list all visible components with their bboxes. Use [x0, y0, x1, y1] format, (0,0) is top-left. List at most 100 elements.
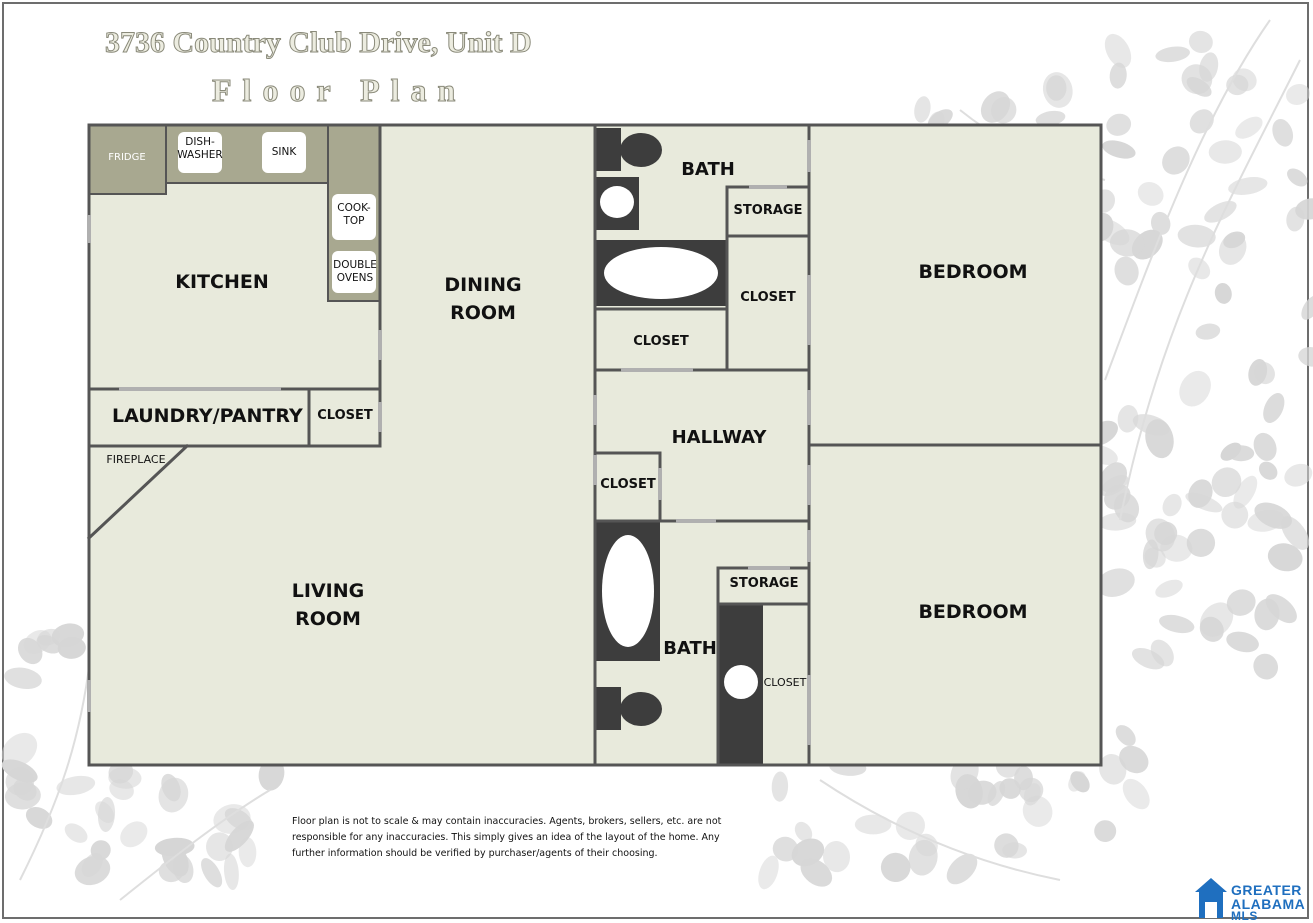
- leaf: [1104, 33, 1132, 68]
- leaf: [1253, 432, 1277, 461]
- logo-text-line3: MLS: [1231, 909, 1258, 923]
- leaf: [1259, 461, 1278, 480]
- double-ovens-label-line1: DOUBLE: [333, 259, 377, 271]
- dining-room-label-line2: ROOM: [450, 302, 516, 324]
- leaf: [1248, 359, 1268, 386]
- leaf: [1035, 110, 1066, 126]
- leaf: [1117, 405, 1139, 433]
- leaf: [5, 767, 35, 796]
- leaf: [987, 781, 1006, 806]
- leaf: [800, 858, 833, 887]
- leaf: [1247, 509, 1285, 532]
- top-bath-label: BATH: [681, 159, 735, 180]
- leaf: [64, 823, 88, 843]
- leaf: [1233, 475, 1258, 509]
- leaf: [1070, 771, 1090, 793]
- leaf: [1281, 516, 1310, 550]
- leaf: [854, 814, 892, 835]
- leaf: [1, 732, 38, 768]
- leaf: [57, 636, 86, 659]
- cooktop-label: COOK- TOP: [330, 202, 378, 228]
- leaf: [999, 778, 1021, 799]
- leaf: [1265, 594, 1297, 624]
- leaf: [1018, 777, 1044, 803]
- leaf: [1284, 463, 1313, 487]
- leaf: [914, 96, 931, 123]
- leaf: [1099, 754, 1127, 785]
- cooktop-label-line1: COOK-: [337, 202, 371, 214]
- right-closet-label: CLOSET: [740, 290, 796, 305]
- leaf: [1094, 820, 1117, 843]
- left-closet-label: CLOSET: [633, 334, 689, 349]
- leaf: [1137, 181, 1164, 206]
- leaf: [1227, 445, 1255, 462]
- leaf: [1186, 528, 1216, 558]
- logo-text-line1: GREATER: [1231, 882, 1302, 898]
- dishwasher-label-line1: DISH-: [185, 136, 215, 148]
- leaf: [946, 853, 978, 885]
- leaf: [1115, 725, 1136, 746]
- leaf: [201, 858, 223, 888]
- leaf: [1144, 547, 1166, 568]
- living-room-label: LIVING ROOM: [268, 577, 388, 633]
- leaf: [1221, 501, 1249, 529]
- leaf: [1286, 84, 1310, 105]
- leaf: [1298, 346, 1313, 367]
- leaf: [880, 852, 911, 883]
- leaf: [1185, 492, 1223, 513]
- dishwasher: [178, 132, 222, 173]
- address-title: 3736 Country Club Drive, Unit D: [105, 26, 533, 60]
- leaf: [772, 836, 799, 862]
- leaf: [1159, 614, 1195, 634]
- leaf: [1099, 462, 1128, 493]
- sink-label: SINK: [271, 146, 297, 158]
- leaf: [1211, 467, 1242, 498]
- dining-room-label-line1: DINING: [444, 274, 522, 296]
- leaf: [1162, 146, 1190, 175]
- leaf-stem: [819, 779, 1061, 881]
- leaf: [1204, 200, 1237, 223]
- leaf: [1155, 46, 1190, 63]
- leaf: [1122, 778, 1150, 810]
- double-ovens-label: DOUBLE OVENS: [330, 259, 380, 285]
- leaf: [1214, 282, 1232, 304]
- leaf: [1177, 224, 1216, 248]
- doors: [87, 140, 811, 745]
- fireplace-label: FIREPLACE: [106, 453, 166, 466]
- double-ovens-label-line2: OVENS: [336, 272, 374, 285]
- bath-fixture-whites: [600, 186, 758, 699]
- sink: [262, 132, 306, 173]
- leaf: [771, 771, 789, 802]
- leaf: [223, 853, 239, 891]
- dining-room-label: DINING ROOM: [423, 271, 543, 327]
- leaf-stem: [119, 789, 271, 901]
- disclaimer-text: Floor plan is not to scale & may contain…: [292, 816, 722, 859]
- leaf: [915, 833, 938, 857]
- floor-plan-subtitle: Floor Plan: [211, 72, 467, 109]
- living-room-label-line1: LIVING: [291, 580, 365, 602]
- leaf-stem: [19, 659, 91, 881]
- double-ovens: [332, 251, 376, 293]
- leaf: [1042, 72, 1073, 108]
- leaf: [1109, 229, 1145, 257]
- leaf: [1263, 393, 1285, 423]
- leaf-stem: [1104, 19, 1271, 381]
- cooktop-label-line2: TOP: [343, 215, 365, 228]
- bottom-bedroom-label: BEDROOM: [918, 601, 1028, 623]
- leaf: [1162, 493, 1182, 517]
- leaf: [1109, 62, 1127, 89]
- hall-closet-label: CLOSET: [600, 477, 656, 492]
- leaf: [205, 832, 234, 861]
- fridge: [88, 124, 167, 195]
- leaf: [895, 811, 926, 841]
- house-icon: [1195, 878, 1227, 918]
- leaf: [1301, 295, 1313, 320]
- leaf: [1181, 64, 1213, 95]
- leaf: [97, 797, 116, 832]
- bottom-storage-label: STORAGE: [729, 576, 799, 591]
- leaf: [56, 775, 96, 796]
